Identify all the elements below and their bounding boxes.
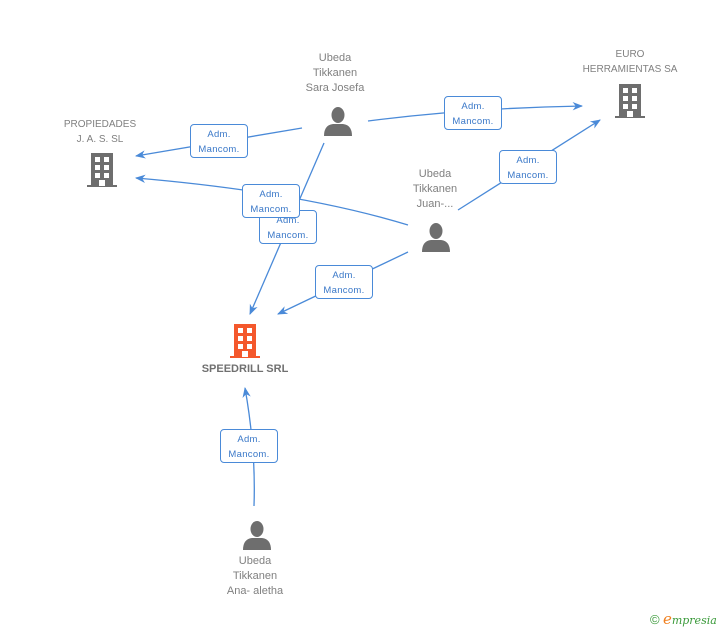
node-label: Ubeda Tikkanen Ana- aletha bbox=[226, 555, 284, 597]
role-line-1: Adm. bbox=[259, 189, 283, 200]
role-line-2: Mancom. bbox=[250, 204, 292, 215]
role-line-1: Adm. bbox=[461, 101, 485, 112]
role-line-2: Mancom. bbox=[323, 285, 365, 296]
role-line-2: Mancom. bbox=[198, 144, 240, 155]
role-line-1: Adm. bbox=[207, 129, 231, 140]
edge-label[interactable]: Adm. Mancom. bbox=[242, 184, 300, 218]
empresia-logo[interactable]: © empresia bbox=[650, 610, 717, 628]
edge-label[interactable]: Adm. Mancom. bbox=[190, 124, 248, 158]
brand-name: mpresia bbox=[671, 614, 717, 627]
building-icon bbox=[615, 84, 645, 118]
edge-label[interactable]: Adm. Mancom. bbox=[444, 96, 502, 130]
node-label: SPEEDRILL SRL bbox=[201, 363, 289, 375]
role-line-2: Mancom. bbox=[228, 449, 270, 460]
role-line-1: Adm. bbox=[237, 434, 261, 445]
node-label: Ubeda Tikkanen Sara Josefa bbox=[305, 52, 365, 94]
role-line-1: Adm. bbox=[516, 155, 540, 166]
node-label: Ubeda Tikkanen Juan-... bbox=[412, 168, 458, 210]
role-line-1: Adm. bbox=[276, 215, 300, 226]
building-icon bbox=[87, 153, 117, 187]
role-line-1: Adm. bbox=[332, 270, 356, 281]
copyright-icon: © bbox=[650, 612, 660, 627]
node-label: EURO HERRAMIENTAS SA bbox=[582, 49, 678, 75]
node-label: PROPIEDADES J. A. S. SL bbox=[63, 119, 137, 145]
person-icon bbox=[324, 107, 352, 136]
role-line-2: Mancom. bbox=[452, 116, 494, 127]
role-line-2: Mancom. bbox=[267, 230, 309, 241]
person-icon bbox=[422, 223, 450, 252]
person-icon bbox=[243, 521, 271, 550]
edge-label[interactable]: Adm. Mancom. bbox=[315, 265, 373, 299]
brand-e: e bbox=[662, 610, 672, 628]
edge-label[interactable]: Adm. Mancom. bbox=[220, 429, 278, 463]
building-icon bbox=[230, 324, 260, 358]
edge-label[interactable]: Adm. Mancom. bbox=[499, 150, 557, 184]
role-line-2: Mancom. bbox=[507, 170, 549, 181]
